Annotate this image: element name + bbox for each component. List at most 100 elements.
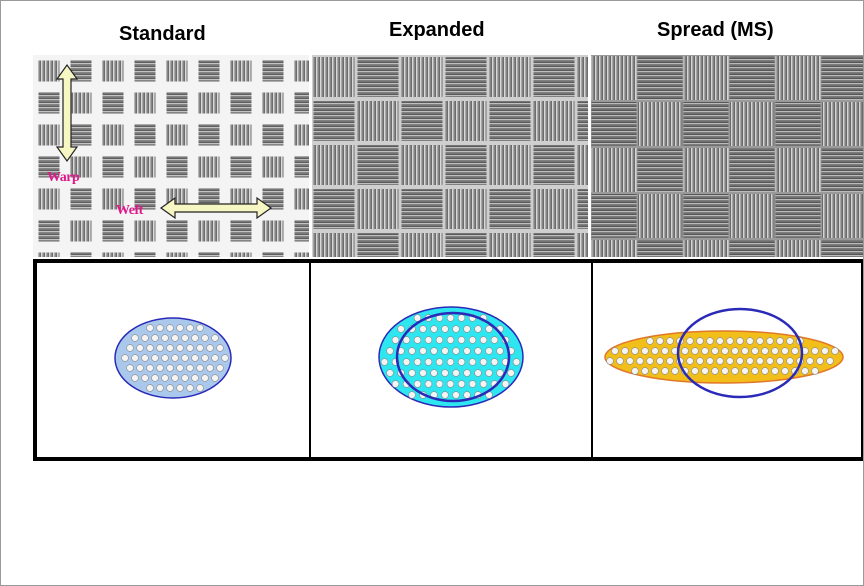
filament [641, 367, 649, 375]
fiber-bundle [134, 92, 156, 114]
fiber-bundle [401, 233, 443, 257]
weave-photo-expanded [312, 55, 588, 257]
fiber-bundle [70, 124, 92, 146]
fiber-bundle [821, 102, 863, 146]
fiber-bundle [294, 124, 309, 146]
filament [711, 367, 719, 375]
filament [761, 367, 769, 375]
filament [512, 358, 521, 366]
filament [161, 334, 169, 342]
fiber-bundle [313, 57, 355, 97]
fiber-bundle [230, 124, 252, 146]
filament [191, 374, 199, 382]
filament [386, 369, 394, 377]
fiber-bundle [198, 220, 220, 242]
filament [457, 358, 466, 366]
fiber-bundle [489, 57, 531, 97]
fiber-bundle [577, 233, 588, 257]
fiber-bundle [262, 156, 284, 178]
filament [766, 357, 774, 365]
filament [441, 391, 449, 399]
fiber-bundle [729, 148, 775, 192]
filament [146, 324, 154, 332]
filament [666, 357, 674, 365]
fiber-bundle [313, 145, 355, 185]
filament [430, 347, 438, 355]
fiber-bundle [198, 124, 220, 146]
filament [146, 384, 154, 392]
filament [479, 380, 488, 388]
fiber-bundle [38, 156, 60, 178]
filament [771, 367, 779, 375]
fiber-bundle [166, 124, 188, 146]
filament [402, 358, 411, 366]
filament [474, 325, 482, 333]
warp-label: Warp [47, 170, 80, 185]
filament [441, 325, 449, 333]
fiber-bundle [134, 252, 156, 257]
filament [686, 357, 694, 365]
filament [736, 337, 744, 345]
fiber-bundle [637, 148, 683, 192]
filament [435, 358, 444, 366]
title-expanded: Expanded [389, 19, 485, 41]
filament [761, 347, 769, 355]
fiber-bundle [294, 188, 309, 210]
fiber-bundle [821, 240, 863, 257]
filament [216, 364, 224, 372]
filament [156, 364, 164, 372]
warp-arrow-icon [55, 63, 79, 163]
filament [186, 344, 194, 352]
filament [457, 380, 466, 388]
fiber-bundle [134, 124, 156, 146]
filament [631, 367, 639, 375]
filament [474, 347, 482, 355]
filament [646, 357, 654, 365]
fiber-bundle [230, 220, 252, 242]
filament [446, 358, 455, 366]
filament [126, 364, 134, 372]
weave-photo-spread [591, 55, 863, 257]
fiber-bundle [729, 102, 775, 146]
filament [463, 391, 471, 399]
filament [156, 344, 164, 352]
filament [156, 324, 164, 332]
filament [686, 337, 694, 345]
fiber-bundle [38, 252, 60, 257]
filament [496, 347, 504, 355]
fiber-bundle [198, 92, 220, 114]
filament [181, 354, 189, 362]
fiber-bundle [38, 124, 60, 146]
fiber-bundle [294, 92, 309, 114]
filament [756, 337, 764, 345]
fiber-bundle [577, 57, 588, 97]
filament [490, 336, 499, 344]
filament [656, 337, 664, 345]
fiber-bundle [70, 156, 92, 178]
filament [186, 324, 194, 332]
fiber-bundle [637, 102, 683, 146]
filament [457, 336, 466, 344]
filament [391, 336, 400, 344]
fiber-bundle [729, 194, 775, 238]
filament [424, 380, 433, 388]
fiber-bundle [70, 92, 92, 114]
fiber-bundle [166, 156, 188, 178]
filament [646, 337, 654, 345]
filament [211, 354, 219, 362]
filament [701, 347, 709, 355]
filament [507, 369, 515, 377]
filament [201, 354, 209, 362]
filament [485, 325, 493, 333]
filament [419, 369, 427, 377]
filament [136, 364, 144, 372]
filament [419, 347, 427, 355]
fiber-bundle [445, 189, 487, 229]
fiber-bundle [294, 220, 309, 242]
fiber-bundle [294, 60, 309, 82]
filament [651, 347, 659, 355]
filament [452, 369, 460, 377]
title-spread: Spread (MS) [657, 19, 774, 41]
filament [736, 357, 744, 365]
